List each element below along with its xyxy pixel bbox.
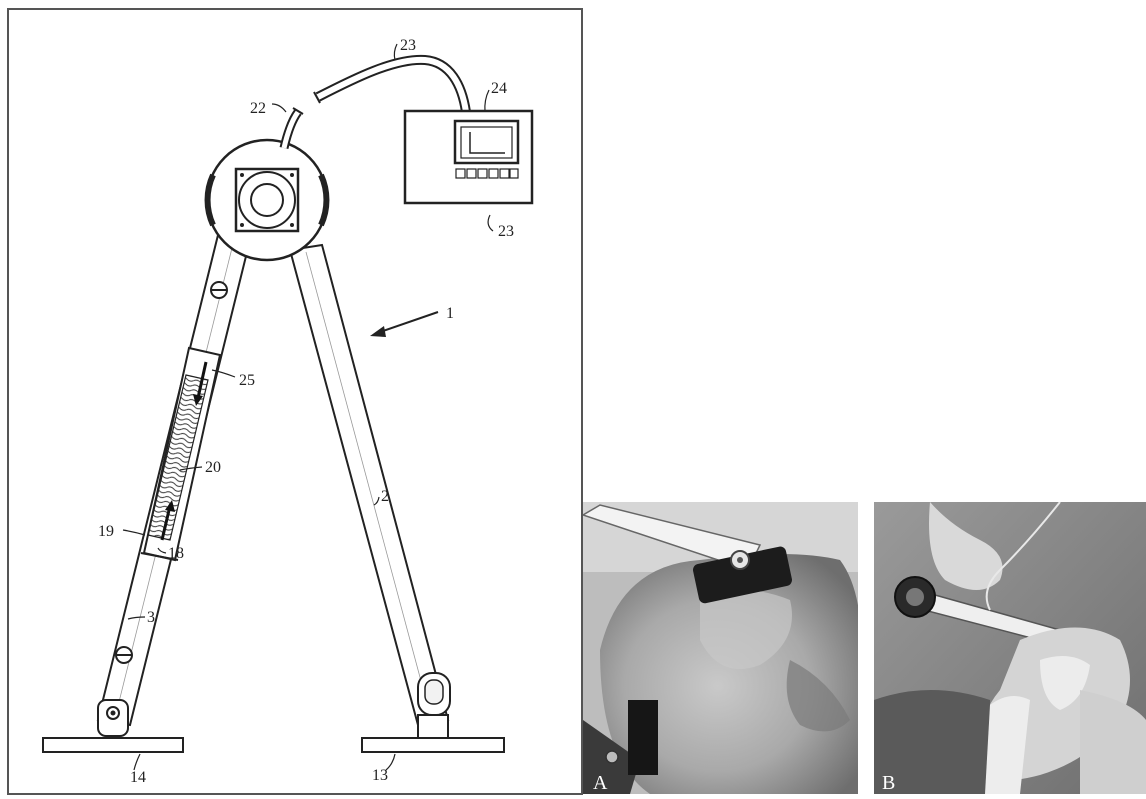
right-leg [288,243,451,740]
label-guide: 19 [98,523,114,540]
left-leg [96,233,252,737]
label-assembly: 1 [446,305,454,322]
leader-lines [122,43,494,771]
right-foot-plate [361,737,505,753]
monitor-unit [403,109,534,205]
photo-b-label: B [882,772,895,794]
photo-b: B [874,502,1146,794]
label-right-leg: 2 [381,488,389,505]
label-display: 24 [491,80,507,97]
button-row [455,168,519,179]
hinge-hub [204,138,330,262]
spring [147,374,209,541]
label-connector: 22 [250,100,266,117]
label-left-foot: 14 [130,769,146,786]
photo-a: A [583,502,858,794]
label-left-leg: 3 [147,609,155,626]
label-monitor-unit: 23 [498,223,514,240]
label-cable: 23 [400,37,416,54]
label-spring: 20 [205,459,221,476]
photo-a-label: A [593,772,608,794]
label-indicator: 25 [239,372,255,389]
patent-drawing-panel: 1 2 3 13 14 18 19 20 22 23 24 23 25 [7,8,583,795]
label-right-foot: 13 [372,767,388,784]
left-foot-plate [42,737,184,753]
label-slot: 18 [168,545,184,562]
